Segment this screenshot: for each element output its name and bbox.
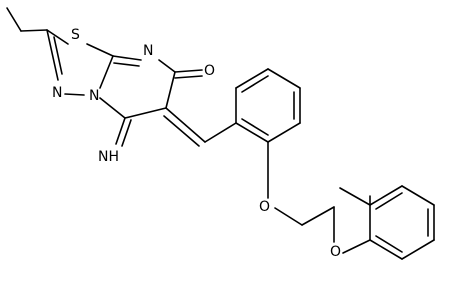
bond	[121, 119, 132, 147]
bond	[99, 97, 126, 119]
bond	[241, 118, 269, 136]
bond	[163, 115, 200, 147]
bond	[158, 59, 176, 73]
bond	[46, 29, 69, 45]
bond	[165, 107, 206, 143]
bond	[53, 36, 63, 75]
atom-labels: S N N N O NH O O	[52, 27, 341, 260]
bond	[369, 239, 403, 260]
bond	[235, 122, 269, 143]
bond	[165, 71, 176, 109]
bond	[112, 55, 142, 61]
bond	[241, 75, 269, 93]
bond	[301, 206, 335, 226]
atom-label-sulfur: S	[71, 27, 80, 43]
methylidene-bridge	[163, 107, 237, 147]
benzene-ring-2	[339, 185, 435, 260]
bond	[174, 75, 203, 79]
bond	[235, 68, 269, 89]
bond	[64, 93, 85, 96]
ethyl-group	[6, 7, 48, 32]
bond	[99, 55, 114, 89]
bond	[267, 122, 301, 143]
bond	[267, 68, 301, 89]
atom-label-nitrogen-bridge: N	[89, 88, 99, 104]
atom-label-carbonyl-oxygen: O	[204, 63, 215, 79]
pyrimidine-ring	[99, 55, 203, 147]
bond	[124, 107, 167, 119]
bond	[401, 239, 435, 260]
ethylene-dioxy-chain	[267, 141, 371, 254]
bond	[401, 185, 435, 206]
bond	[115, 117, 126, 145]
bond	[113, 62, 140, 67]
bond	[20, 29, 48, 32]
bond	[339, 187, 371, 206]
atom-label-nitrogen-thiadiazole: N	[52, 85, 62, 101]
atom-label-ether-oxygen-2: O	[330, 244, 341, 260]
bond	[46, 29, 59, 81]
bond	[86, 43, 114, 57]
atom-label-imine: NH	[98, 149, 119, 165]
benzene-ring-1	[235, 68, 301, 143]
bond	[204, 122, 237, 143]
bond	[375, 192, 403, 210]
bond	[6, 7, 22, 32]
atom-label-ether-oxygen-1: O	[259, 199, 270, 215]
bond	[274, 207, 303, 226]
bond	[375, 235, 403, 253]
thiadiazole-ring	[46, 29, 114, 96]
bond	[342, 239, 371, 254]
bond	[369, 185, 403, 206]
atom-label-nitrogen-ring: N	[143, 43, 153, 59]
bond	[174, 69, 203, 73]
